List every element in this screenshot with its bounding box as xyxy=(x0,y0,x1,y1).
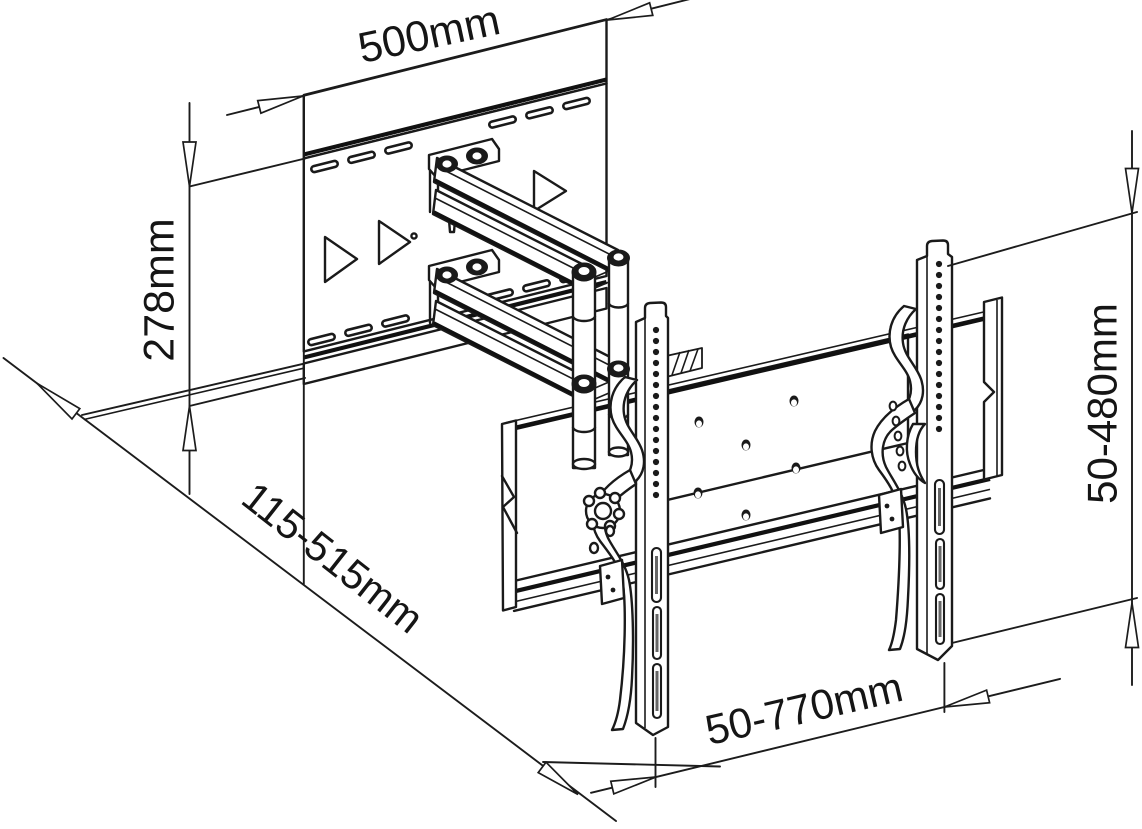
svg-text:50-480mm: 50-480mm xyxy=(1078,303,1125,504)
svg-text:278mm: 278mm xyxy=(136,218,184,361)
